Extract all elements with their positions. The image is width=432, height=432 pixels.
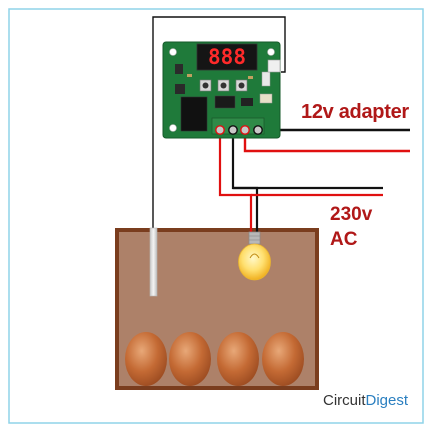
outer-frame — [8, 8, 424, 424]
terminal-block — [211, 117, 265, 135]
brand-logo: CircuitDigest — [323, 392, 408, 409]
light-bulb — [238, 231, 271, 281]
egg — [125, 332, 167, 386]
bulb-wires — [218, 134, 383, 232]
brand-part2: Digest — [365, 392, 409, 409]
display-digits: 888 — [208, 45, 246, 69]
eggs — [125, 332, 304, 386]
temperature-probe — [149, 16, 286, 297]
brand-part1: Circuit — [323, 392, 366, 409]
control-buttons — [199, 79, 248, 92]
ac-label: AC — [330, 229, 358, 250]
relay — [180, 96, 208, 132]
adapter-wires — [243, 128, 410, 153]
seven-segment-display — [196, 43, 258, 71]
ac-voltage-label: 230v — [330, 204, 373, 225]
adapter-label: 12v adapter — [301, 101, 409, 123]
thermostat-module: 888 — [162, 41, 281, 139]
egg — [217, 332, 259, 386]
egg — [169, 332, 211, 386]
egg — [262, 332, 304, 386]
